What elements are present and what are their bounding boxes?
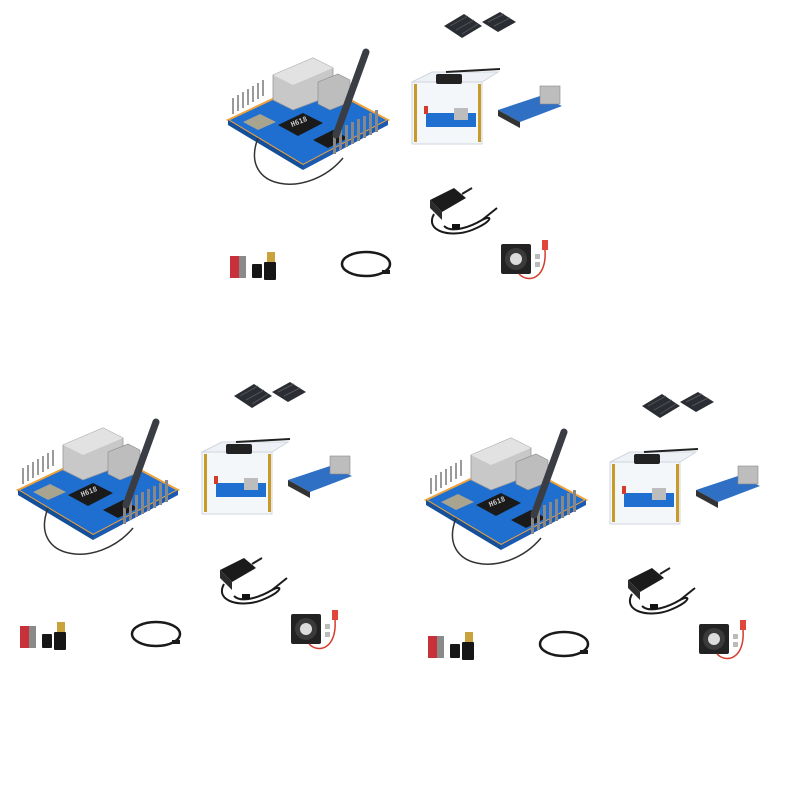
usb-c-cable [536, 624, 596, 664]
case-icon [609, 448, 699, 525]
power-adapter [620, 562, 710, 627]
usb-c-cable [338, 244, 398, 284]
sd-card-icon [428, 632, 474, 660]
product-kit-bottom-left: H618 [0, 370, 390, 670]
power-adapter [212, 552, 302, 617]
acrylic-case [604, 448, 699, 533]
product-kit-top: H618 [210, 0, 600, 300]
board-icon: H618 [225, 48, 391, 185]
power-adapter-icon [628, 567, 696, 615]
usb-cable-icon [538, 630, 590, 658]
board-icon: H618 [15, 418, 181, 555]
heatsink-icon [642, 392, 714, 418]
fan-icon [501, 240, 548, 280]
sd-card-icon [20, 622, 66, 650]
heatsinks [232, 378, 312, 418]
acrylic-case [406, 68, 501, 153]
usb-c-cable [128, 614, 188, 654]
usb-cable-icon [340, 250, 392, 278]
expansion-board-icon [288, 455, 352, 498]
heatsinks [442, 8, 522, 48]
fan-icon [699, 620, 746, 660]
fan-icon [291, 610, 338, 650]
microsd-and-reader [426, 630, 486, 665]
expansion-board [496, 82, 566, 132]
heatsinks [640, 388, 720, 428]
expansion-board-icon [696, 465, 760, 508]
development-board: H618 [8, 410, 188, 570]
development-board: H618 [218, 40, 398, 200]
development-board: H618 [416, 420, 596, 580]
cooling-fan [499, 238, 559, 288]
microsd-and-reader [228, 250, 288, 285]
case-icon [201, 438, 291, 515]
product-kit-bottom-right: H618 [408, 380, 798, 680]
microsd-and-reader [18, 620, 78, 655]
power-adapter-icon [430, 187, 498, 235]
case-icon [411, 68, 501, 145]
acrylic-case [196, 438, 291, 523]
cooling-fan [289, 608, 349, 658]
usb-cable-icon [130, 620, 182, 648]
power-adapter-icon [220, 557, 288, 605]
sd-card-icon [230, 252, 276, 280]
power-adapter [422, 182, 512, 247]
board-icon: H618 [423, 428, 589, 565]
heatsink-icon [444, 12, 516, 38]
expansion-board [694, 462, 764, 512]
cooling-fan [697, 618, 757, 668]
heatsink-icon [234, 382, 306, 408]
expansion-board [286, 452, 356, 502]
expansion-board-icon [498, 85, 562, 128]
